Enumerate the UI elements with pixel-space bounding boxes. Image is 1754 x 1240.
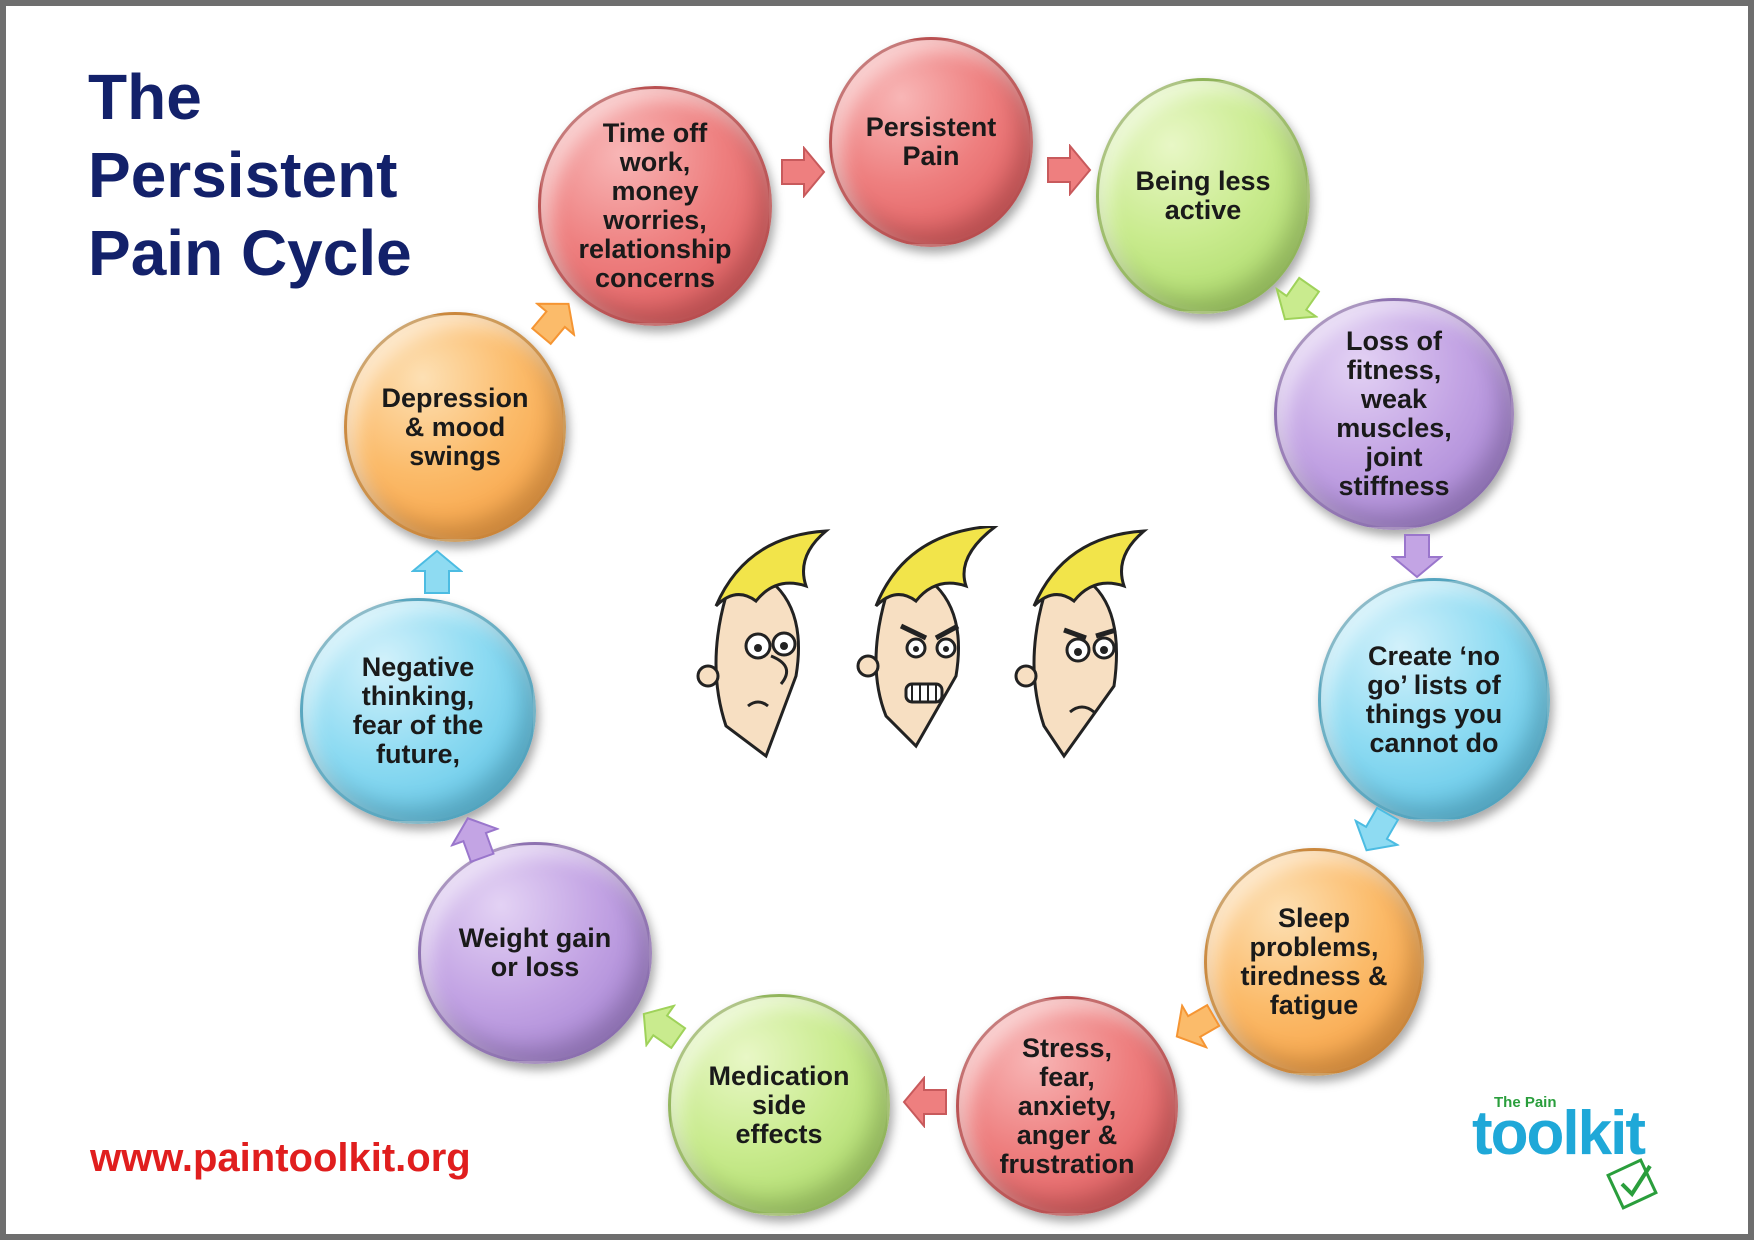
node-weight-gain-or-loss: Weight gain or loss [418, 842, 652, 1064]
arrow-icon [1275, 276, 1321, 321]
node-sleep-problems: Sleep problems, tiredness & fatigue [1204, 848, 1424, 1076]
footer-url[interactable]: www.paintoolkit.org [90, 1136, 471, 1180]
node-depression-mood-swings: Depression & mood swings [344, 312, 566, 542]
node-negative-thinking: Negative thinking, fear of the future, [300, 598, 536, 824]
node-label: Persistent Pain [865, 112, 997, 171]
node-label: Sleep problems, tiredness & fatigue [1240, 903, 1388, 1020]
node-label: Depression & mood swings [381, 382, 529, 471]
arrow-icon [411, 549, 463, 594]
node-label: Weight gain or loss [458, 923, 612, 982]
arrow-icon [642, 1004, 687, 1050]
node-label: Loss of fitness, weak muscles, joint sti… [1336, 326, 1452, 501]
node-persistent-pain: Persistent Pain [829, 37, 1033, 247]
node-being-less-active: Being less active [1096, 78, 1310, 314]
node-loss-of-fitness: Loss of fitness, weak muscles, joint sti… [1274, 298, 1514, 530]
arrow-icon [1353, 806, 1401, 852]
arrow-icon [1047, 144, 1092, 196]
node-stress-fear: Stress, fear, anxiety, anger & frustrati… [956, 996, 1178, 1216]
toolkit-logo: The Pain toolkit [1472, 1094, 1682, 1214]
node-medication-side-effects: Medication side effects [668, 994, 890, 1216]
slide: The Persistent Pain Cycle Persistent Pai… [6, 6, 1748, 1234]
cartoon-face-sad [1014, 529, 1149, 759]
logo-big-text: toolkit [1472, 1099, 1646, 1168]
title-line-3: Pain Cycle [88, 217, 412, 289]
node-label: Time off work, money worries, relationsh… [578, 118, 732, 293]
node-label: Stress, fear, anxiety, anger & frustrati… [999, 1032, 1135, 1179]
node-no-go-lists: Create ‘no go’ lists of things you canno… [1318, 578, 1550, 822]
title-line-2: Persistent [88, 139, 398, 211]
page-title: The Persistent Pain Cycle [88, 58, 412, 292]
node-label: Being less active [1135, 166, 1271, 225]
cartoon-face-worried [696, 529, 831, 759]
cartoon-face-angry [856, 526, 999, 749]
arrow-icon [449, 817, 501, 864]
node-time-off-work: Time off work, money worries, relationsh… [538, 86, 772, 326]
arrow-icon [902, 1076, 947, 1128]
arrow-icon [1175, 1002, 1221, 1050]
node-label: Create ‘no go’ lists of things you canno… [1365, 641, 1503, 758]
arrow-icon [1391, 534, 1443, 579]
arrow-icon [781, 146, 826, 198]
title-line-1: The [88, 61, 202, 133]
arrow-icon [530, 302, 576, 346]
logo-small-text: The Pain [1494, 1094, 1557, 1111]
node-label: Medication side effects [708, 1060, 850, 1149]
node-label: Negative thinking, fear of the future, [352, 652, 484, 769]
toolkit-logo-check-icon [1606, 1158, 1658, 1210]
faces-illustration [696, 526, 1149, 759]
